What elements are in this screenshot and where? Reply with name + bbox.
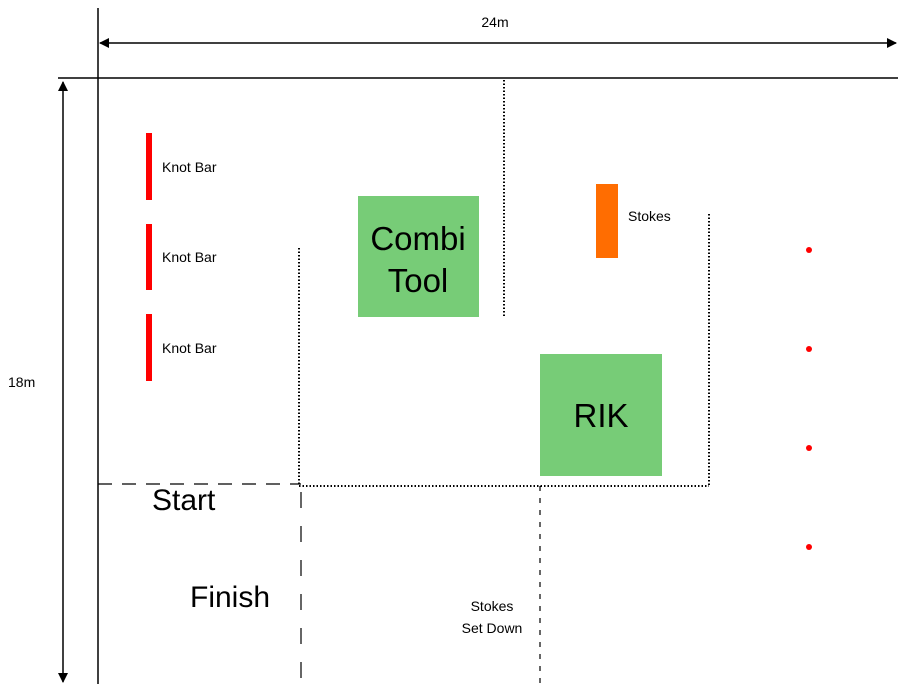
stokes-label: Stokes	[628, 208, 671, 224]
knot-bar-3-label: Knot Bar	[162, 340, 217, 356]
marker-dot-3	[806, 445, 812, 451]
stokes-set-down-label-line2: Set Down	[462, 620, 523, 636]
rik-station	[540, 354, 662, 476]
knot-bar-1-label: Knot Bar	[162, 159, 217, 175]
height-dimension-label: 18m	[8, 374, 35, 390]
marker-dot-2	[806, 346, 812, 352]
knot-bar-2	[146, 224, 152, 290]
knot-bar-1	[146, 133, 152, 200]
stokes-marker	[596, 184, 618, 258]
knot-bar-2-label: Knot Bar	[162, 249, 217, 265]
marker-dot-1	[806, 247, 812, 253]
width-dimension-label: 24m	[481, 14, 508, 30]
finish-label: Finish	[190, 581, 270, 614]
knot-bar-3	[146, 314, 152, 381]
combi-tool-station	[358, 196, 479, 317]
combi-tool-label-line2: Tool	[388, 262, 449, 299]
combi-tool-label-line1: Combi	[370, 220, 465, 257]
start-label: Start	[152, 484, 216, 517]
stokes-set-down-label-line1: Stokes	[471, 598, 514, 614]
rik-label: RIK	[573, 397, 628, 434]
marker-dot-4	[806, 544, 812, 550]
